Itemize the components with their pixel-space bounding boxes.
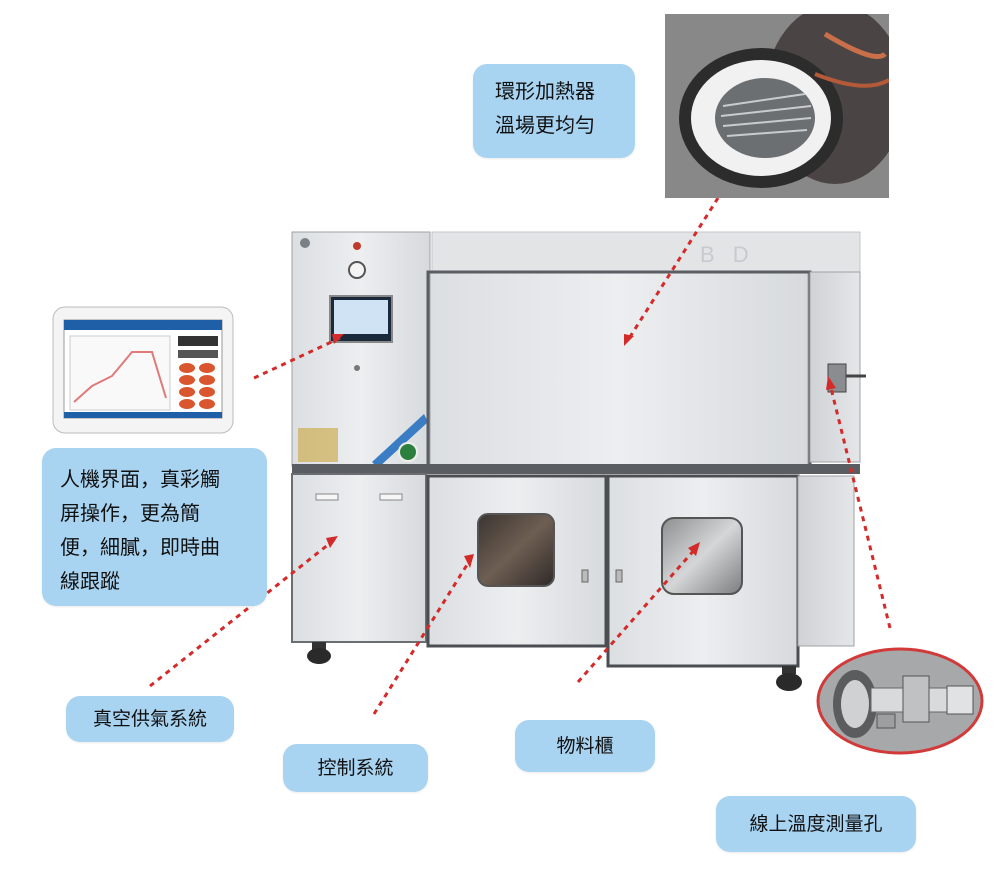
frame-rail bbox=[292, 464, 860, 474]
callout-temperature-probe-port: 線上溫度測量孔 bbox=[716, 796, 916, 852]
callout-vacuum-gas-system: 真空供氣系統 bbox=[66, 696, 234, 742]
ring-heater-photo bbox=[665, 14, 889, 198]
pressure-gauge bbox=[348, 261, 366, 279]
hmi-tablet-image bbox=[52, 306, 234, 434]
warning-labels bbox=[298, 428, 338, 462]
callout-hmi-line1: 人機界面，真彩觸 bbox=[60, 467, 220, 491]
material-cabinet-window bbox=[661, 517, 743, 595]
callout-material-cabinet: 物料櫃 bbox=[515, 720, 655, 772]
callout-control-system: 控制系統 bbox=[283, 744, 428, 792]
machine-top-panel bbox=[431, 231, 861, 273]
indicator-light bbox=[353, 242, 361, 250]
drawer-handle bbox=[315, 493, 339, 501]
probe-port-photo bbox=[816, 647, 984, 755]
arrow-control bbox=[372, 559, 472, 715]
furnace-chamber bbox=[429, 271, 809, 467]
control-cabinet-window bbox=[477, 513, 555, 587]
logo-mark bbox=[300, 238, 310, 248]
callout-hmi-line3: 便，細膩，即時曲 bbox=[60, 535, 220, 559]
key-switch bbox=[354, 365, 360, 371]
blue-stripe-label bbox=[372, 414, 428, 468]
arrow-heater bbox=[626, 197, 720, 341]
callout-ring-heater-line2: 溫場更均勻 bbox=[495, 113, 595, 137]
callout-hmi-line4: 線跟蹤 bbox=[60, 569, 120, 593]
caster-wheels bbox=[307, 642, 802, 691]
pointer-arrows bbox=[149, 197, 892, 715]
panel-lettering: B D bbox=[700, 242, 755, 267]
callout-ring-heater-line1: 環形加熱器 bbox=[495, 79, 595, 103]
arrow-probe bbox=[828, 383, 892, 629]
callout-hmi-line2: 屏操作，更為簡 bbox=[60, 501, 200, 525]
right-lower-panel bbox=[797, 475, 855, 647]
callout-hmi: 人機界面，真彩觸 屏操作，更為簡 便，細膩，即時曲 線跟蹤 bbox=[42, 448, 267, 606]
drawer-handle bbox=[379, 493, 403, 501]
vacuum-cabinet bbox=[291, 473, 427, 643]
callout-ring-heater: 環形加熱器 溫場更均勻 bbox=[473, 64, 635, 158]
round-sticker bbox=[398, 442, 418, 462]
